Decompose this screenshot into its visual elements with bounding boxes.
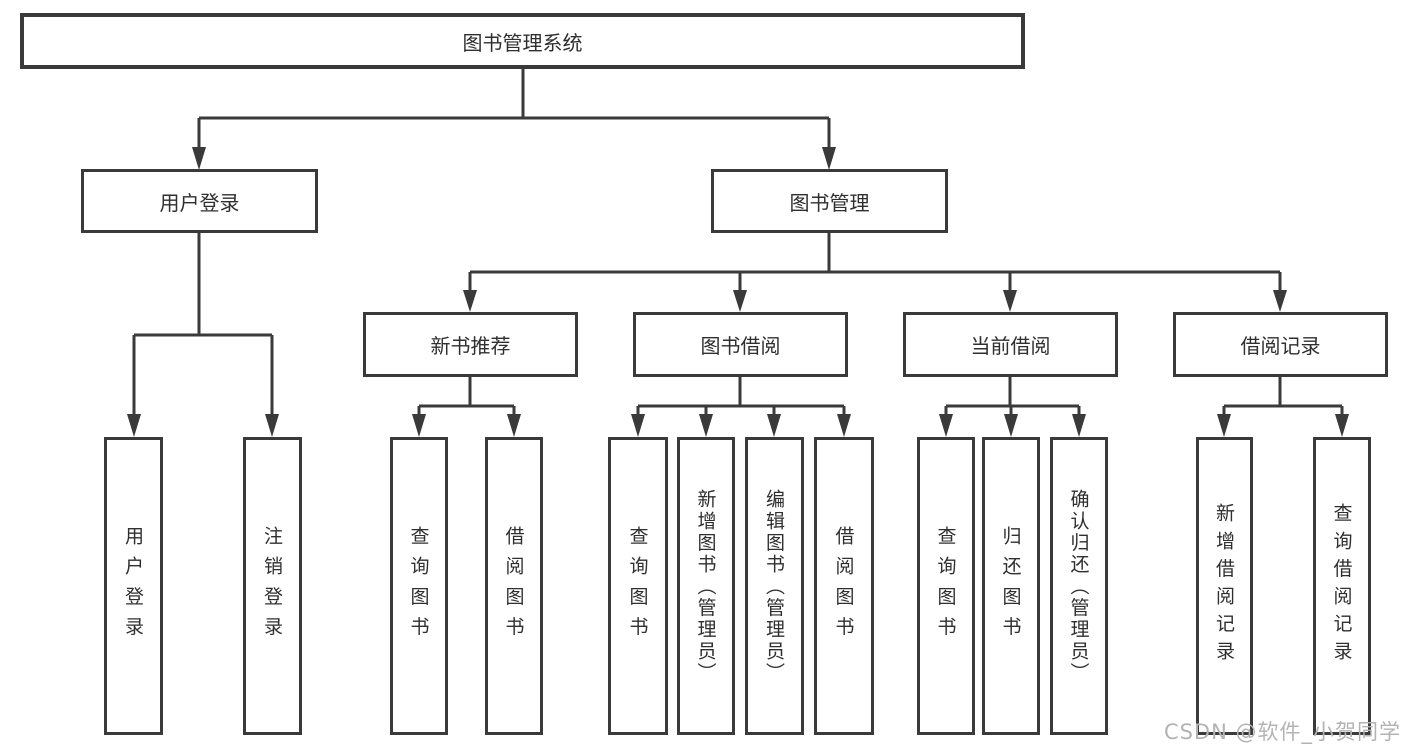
node-book-borrowing: 图书借阅	[633, 312, 848, 377]
node-label: 编辑图书（管理员）	[763, 488, 785, 684]
connector-root-to-level2	[192, 69, 836, 170]
leaf-newbook-query-books: 查询图书	[390, 437, 448, 735]
leaf-current-query-books: 查询图书	[917, 437, 975, 735]
connector-userlogin-to-leaves	[127, 233, 279, 437]
node-book-management: 图书管理	[711, 169, 948, 233]
node-label: 用户登录	[159, 190, 240, 215]
node-label: 查询图书	[407, 525, 430, 647]
leaf-current-return-books: 归还图书	[982, 437, 1040, 735]
leaf-user-login: 用户登录	[104, 437, 163, 735]
csdn-watermark: CSDN @软件_小贺同学	[1163, 720, 1401, 744]
leaf-records-query-record: 查询借阅记录	[1313, 437, 1371, 735]
node-label: 图书借阅	[700, 334, 781, 358]
node-label: 新增借阅记录	[1213, 503, 1235, 669]
connector-current-to-leaves	[939, 377, 1086, 437]
node-label: 图书管理系统	[462, 30, 583, 55]
node-label: 借阅图书	[832, 525, 855, 647]
connector-borrowing-to-leaves	[631, 377, 851, 437]
node-label: 注销登录	[261, 525, 283, 647]
node-label: 新书推荐	[430, 334, 511, 358]
leaf-borrowing-edit-books-admin: 编辑图书（管理员）	[745, 437, 804, 735]
node-label: 当前借阅	[970, 334, 1051, 358]
connector-bookmgmt-to-level3	[463, 233, 1287, 312]
node-label: 新增图书（管理员）	[694, 488, 717, 684]
node-root-library-system: 图书管理系统	[20, 13, 1025, 69]
node-current-borrowing: 当前借阅	[903, 312, 1118, 377]
leaf-current-confirm-return-admin: 确认归还（管理员）	[1050, 437, 1108, 735]
node-label: 查询图书	[626, 525, 649, 647]
leaf-borrowing-add-books-admin: 新增图书（管理员）	[677, 437, 735, 735]
node-user-login: 用户登录	[81, 169, 318, 233]
node-label: 图书管理	[789, 190, 870, 215]
node-label: 借阅记录	[1240, 334, 1321, 358]
connector-newbook-to-leaves	[412, 377, 521, 437]
node-label: 归还图书	[999, 525, 1022, 647]
leaf-logout: 注销登录	[243, 437, 302, 735]
node-label: 查询借阅记录	[1330, 503, 1353, 669]
node-label: 借阅图书	[502, 525, 525, 647]
node-label: 查询图书	[934, 525, 957, 647]
connector-records-to-leaves	[1217, 377, 1349, 437]
leaf-borrowing-query-books: 查询图书	[608, 437, 668, 735]
leaf-records-add-record: 新增借阅记录	[1196, 437, 1253, 735]
node-borrowing-records: 借阅记录	[1173, 312, 1388, 377]
node-label: 确认归还（管理员）	[1067, 488, 1090, 684]
leaf-borrowing-borrow-books: 借阅图书	[814, 437, 874, 735]
node-new-book-recommend: 新书推荐	[363, 312, 578, 377]
leaf-newbook-borrow-books: 借阅图书	[485, 437, 543, 735]
node-label: 用户登录	[122, 525, 144, 647]
